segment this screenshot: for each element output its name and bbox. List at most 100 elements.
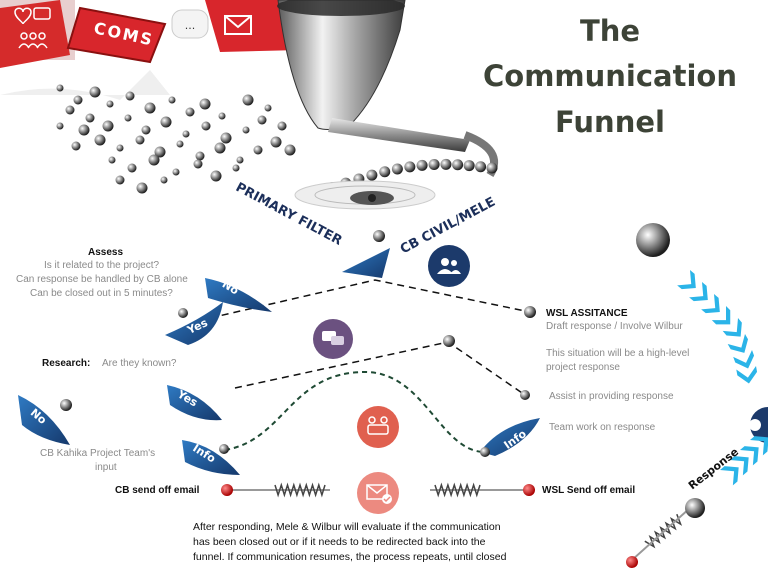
speech-icon xyxy=(322,331,344,345)
scatter-ball xyxy=(124,114,132,122)
scatter-ball xyxy=(193,159,203,169)
node-ball xyxy=(520,390,530,400)
meeting-icon xyxy=(367,416,389,435)
scatter-ball xyxy=(214,142,226,154)
chain-ball xyxy=(475,161,487,173)
scatter-ball xyxy=(242,94,254,106)
yes-pill-mid xyxy=(167,385,222,421)
scattered-balls xyxy=(56,84,296,194)
chain-ball xyxy=(440,158,452,170)
scatter-ball xyxy=(160,116,172,128)
title-line-3: Funnel xyxy=(555,105,665,139)
node-ball xyxy=(480,447,490,457)
team-icon xyxy=(437,258,461,274)
assess-heading: Assess xyxy=(88,247,124,258)
chain-ball xyxy=(463,160,475,172)
chevron-icon xyxy=(730,456,749,476)
scatter-ball xyxy=(154,146,166,158)
spring-icon xyxy=(227,482,691,561)
scatter-ball xyxy=(185,107,195,117)
chain-ball xyxy=(486,162,498,174)
scatter-ball xyxy=(89,86,101,98)
chevron-icon xyxy=(701,294,720,314)
scatter-ball xyxy=(182,130,190,138)
node-ball xyxy=(685,498,705,518)
scatter-ball xyxy=(65,105,75,115)
wsl-heading: WSL ASSITANCE xyxy=(546,308,628,319)
chevron-icon xyxy=(722,318,742,337)
team-icon-circle xyxy=(428,245,470,287)
funnel-icon xyxy=(277,0,499,178)
scatter-ball xyxy=(220,132,232,144)
chain-ball xyxy=(391,163,403,175)
wsl-line1: Draft response / Involve Wilbur xyxy=(546,321,683,332)
green-flow-line xyxy=(224,370,486,453)
red-ball xyxy=(626,556,638,568)
scatter-ball xyxy=(257,115,267,125)
meeting-icon-circle xyxy=(357,406,399,448)
chevron-icon xyxy=(736,366,758,384)
scatter-ball xyxy=(172,168,180,176)
scatter-ball xyxy=(78,124,90,136)
scatter-ball xyxy=(125,91,135,101)
scatter-ball xyxy=(218,112,226,120)
scatter-ball xyxy=(141,125,151,135)
scatter-ball xyxy=(56,84,64,92)
primary-filter-wedge xyxy=(342,248,390,278)
gear-icon xyxy=(294,180,436,210)
chevron-arrows xyxy=(677,270,758,384)
scatter-ball xyxy=(199,98,211,110)
red-ball xyxy=(523,484,535,496)
footer-line-3: funnel. If communication resumes, the pr… xyxy=(193,551,507,563)
scatter-ball xyxy=(253,145,263,155)
cb-send-email-label: CB send off email xyxy=(115,485,200,496)
node-ball xyxy=(443,335,455,347)
scatter-ball xyxy=(277,121,287,131)
chevron-icon xyxy=(733,350,755,369)
title-line-1: The xyxy=(579,14,641,48)
chain-ball xyxy=(379,166,391,178)
scatter-ball xyxy=(176,140,184,148)
info-pill-right xyxy=(480,418,540,456)
node-ball xyxy=(219,444,229,454)
wsl-high1: This situation will be a high-level xyxy=(546,348,690,359)
scatter-ball xyxy=(144,102,156,114)
chevron-arrows-lower xyxy=(720,436,768,486)
research-label: Research: xyxy=(42,358,91,369)
scatter-ball xyxy=(127,163,137,173)
scatter-ball xyxy=(102,120,114,132)
chevron-icon xyxy=(727,334,748,353)
scatter-ball xyxy=(135,135,145,145)
heart-icon xyxy=(14,7,32,25)
title-line-2: Communication xyxy=(482,59,737,93)
chat-dots: ... xyxy=(185,19,196,32)
scatter-ball xyxy=(284,144,296,156)
scatter-ball xyxy=(232,164,240,172)
flow-lines xyxy=(209,279,531,396)
info-pill-left xyxy=(182,440,240,475)
scatter-ball xyxy=(71,141,81,151)
chevron-icon xyxy=(689,282,708,302)
chevron-icon xyxy=(740,446,759,466)
scatter-ball xyxy=(264,104,272,112)
red-arrow-right xyxy=(205,0,300,52)
chain-ball xyxy=(416,159,428,171)
chevron-icon xyxy=(711,306,731,325)
wsl-assist: Assist in providing response xyxy=(549,391,674,402)
assess-q3: Can be closed out in 5 minutes? xyxy=(30,288,173,299)
yes-pill-top xyxy=(165,302,223,345)
no-pill-left xyxy=(18,395,70,445)
chat-bubble xyxy=(171,9,209,39)
chain-ball xyxy=(452,159,464,171)
red-ball xyxy=(221,484,233,496)
scatter-ball xyxy=(56,122,64,130)
footer-note: After responding, Mele & Wilbur will eva… xyxy=(193,520,553,565)
cb-team-input-line2: input xyxy=(95,462,117,473)
footer-line-1: After responding, Mele & Wilbur will eva… xyxy=(193,521,501,533)
scatter-ball xyxy=(195,151,205,161)
chain-ball xyxy=(404,161,416,173)
cb-team-input-line1: CB Kahika Project Team's xyxy=(40,448,156,459)
footer-line-2: has been closed out or if it needs to be… xyxy=(193,536,486,548)
chevron-icon xyxy=(720,466,739,486)
